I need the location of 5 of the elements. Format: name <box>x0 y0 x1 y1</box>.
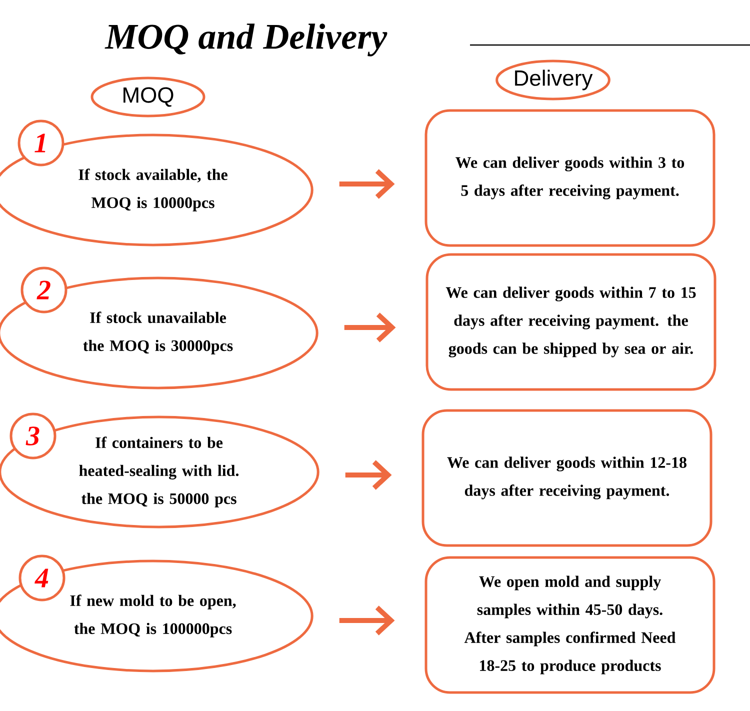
title: MOQ and Delivery <box>104 24 388 56</box>
delivery-box: We can deliver goods within 3 to 5 days after receiving payment. <box>424 109 716 247</box>
delivery-box: We can deliver goods within 7 to 15 days after receiving payment. the goods can be shipped by sea or air. <box>426 253 716 391</box>
delivery-box: We can deliver goods within 12-18 days after receiving payment. <box>422 409 712 547</box>
delivery-box: We open mold and supply samples within 45-50 days. After samples confirmed Need 18-25 to produce products <box>424 556 716 694</box>
